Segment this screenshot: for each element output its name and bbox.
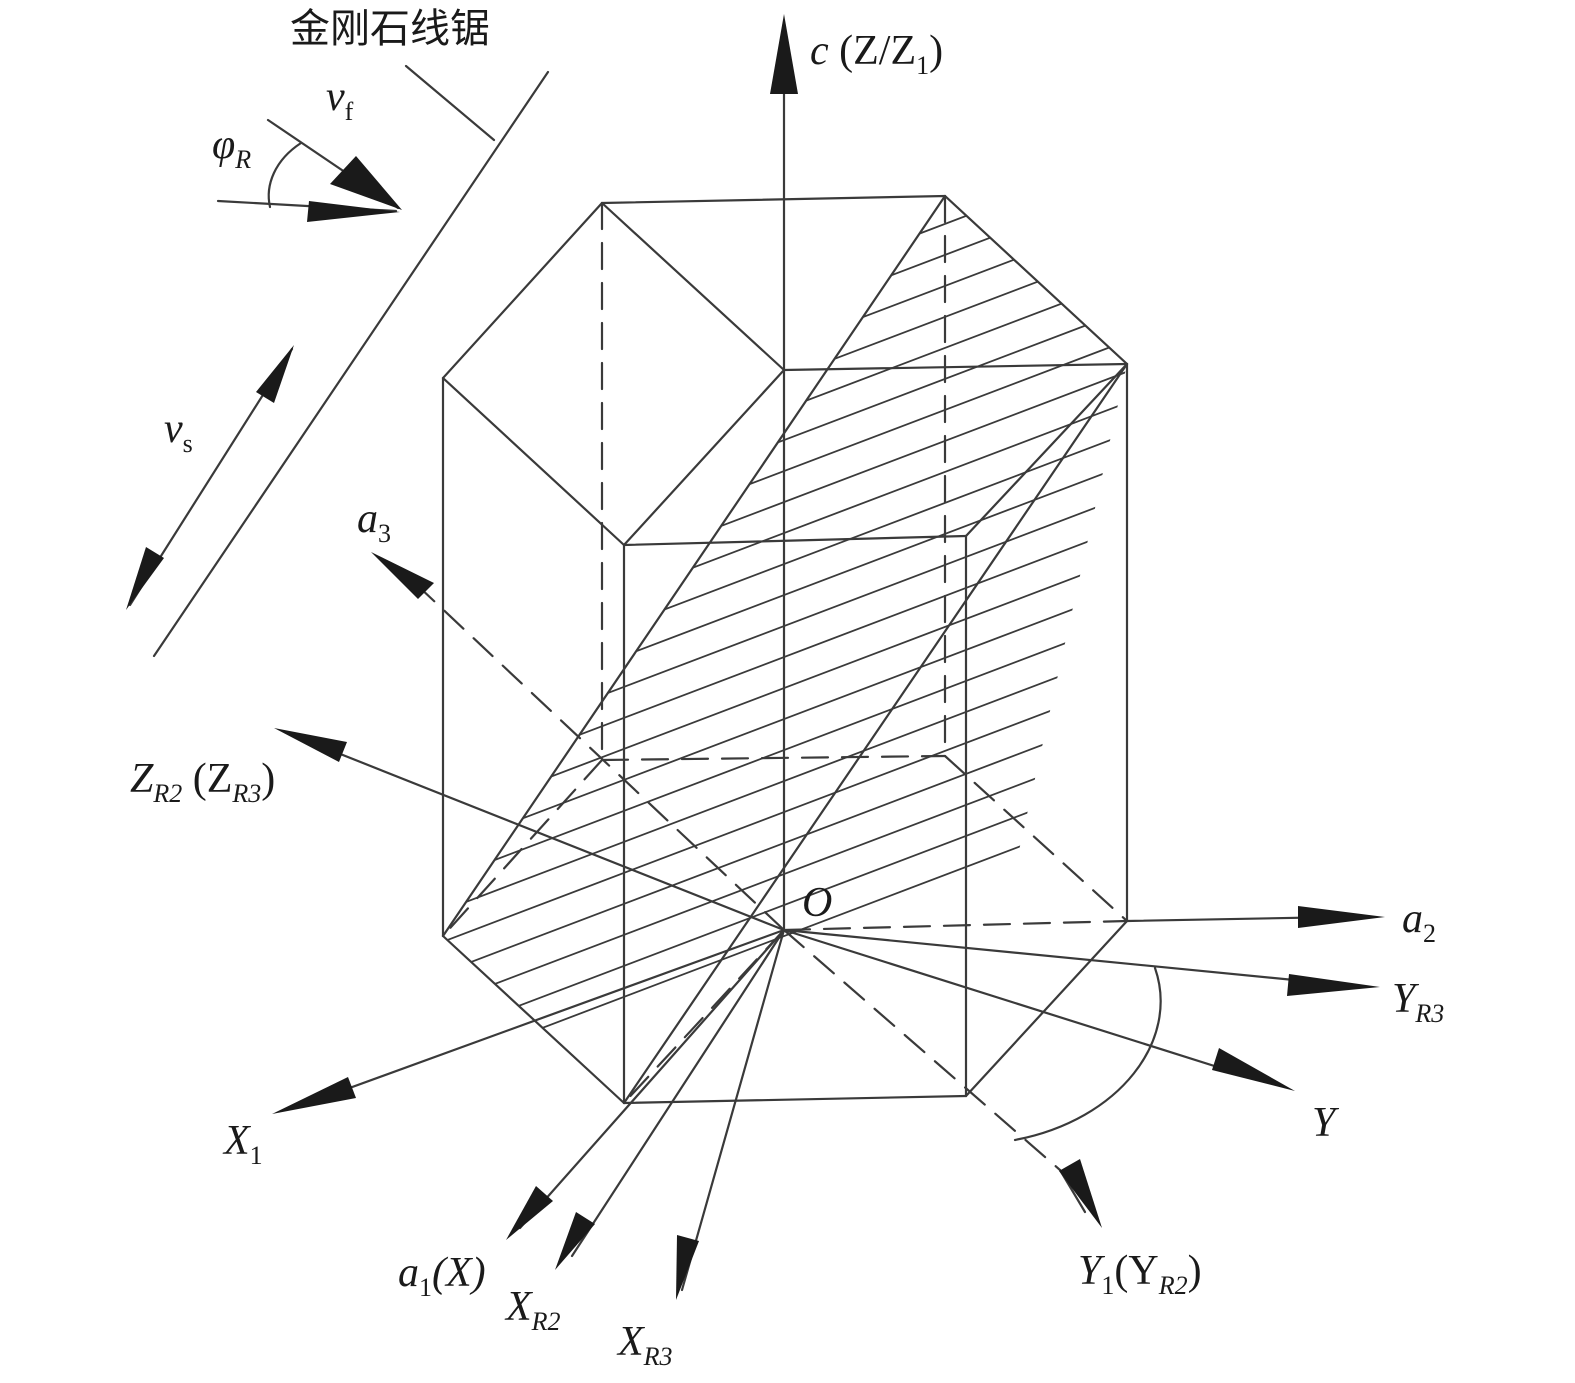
wire-saw (152, 64, 550, 658)
hatch-line (443, 196, 1127, 439)
xr2-arrowhead (555, 1212, 595, 1270)
phi-r-label: φR (212, 122, 251, 174)
yr3-label: YR3 (1392, 976, 1444, 1028)
zr2-label: ZR2 (ZR3) (130, 756, 275, 808)
xr3-label: XR3 (616, 1319, 673, 1371)
vs-arrowhead-down (126, 547, 164, 610)
a3-label: a3 (357, 496, 391, 548)
vs-label: vs (164, 406, 193, 458)
xr2-label: XR2 (504, 1284, 561, 1336)
angle-arc (1013, 966, 1162, 1142)
y-arrowhead (1212, 1048, 1295, 1091)
y-label: Y (1312, 1100, 1340, 1146)
c-axis-arrowhead (770, 14, 798, 94)
hexagonal-prism (441, 194, 1129, 1105)
a3-arrowhead (371, 552, 434, 599)
saw-label: 金刚石线锯 (290, 6, 490, 52)
a2-arrowhead (1298, 906, 1385, 928)
vf-label: vf (326, 74, 354, 126)
x1-arrowhead (272, 1077, 356, 1114)
vf-arrowhead (330, 156, 402, 210)
hatch-line (300, 0, 1300, 4)
origin-label: O (802, 880, 832, 926)
a1-label: a1(X) (398, 1250, 486, 1302)
vs-arrowhead-up (256, 345, 294, 403)
x1-label: X1 (222, 1118, 263, 1170)
zr2-arrowhead (274, 728, 347, 762)
hatch-line (443, 196, 1127, 377)
cut-plane-outline (441, 194, 1129, 1105)
a1-arrowhead (506, 1186, 553, 1240)
a2-label: a2 (1402, 896, 1436, 948)
y1-label: Y1(YR2) (1078, 1248, 1202, 1300)
yr3-arrowhead (1287, 974, 1380, 996)
y1-arrowhead (1059, 1159, 1102, 1228)
arrowheads (126, 14, 1385, 1300)
xr3-arrowhead (676, 1235, 699, 1300)
c-axis-label: c (Z/Z1) (810, 28, 943, 80)
hatched-cut-plane (300, 0, 1300, 1103)
coordinate-axes (298, 736, 1347, 1292)
hatch-line (443, 615, 1127, 997)
feed-arrowhead (307, 201, 400, 222)
